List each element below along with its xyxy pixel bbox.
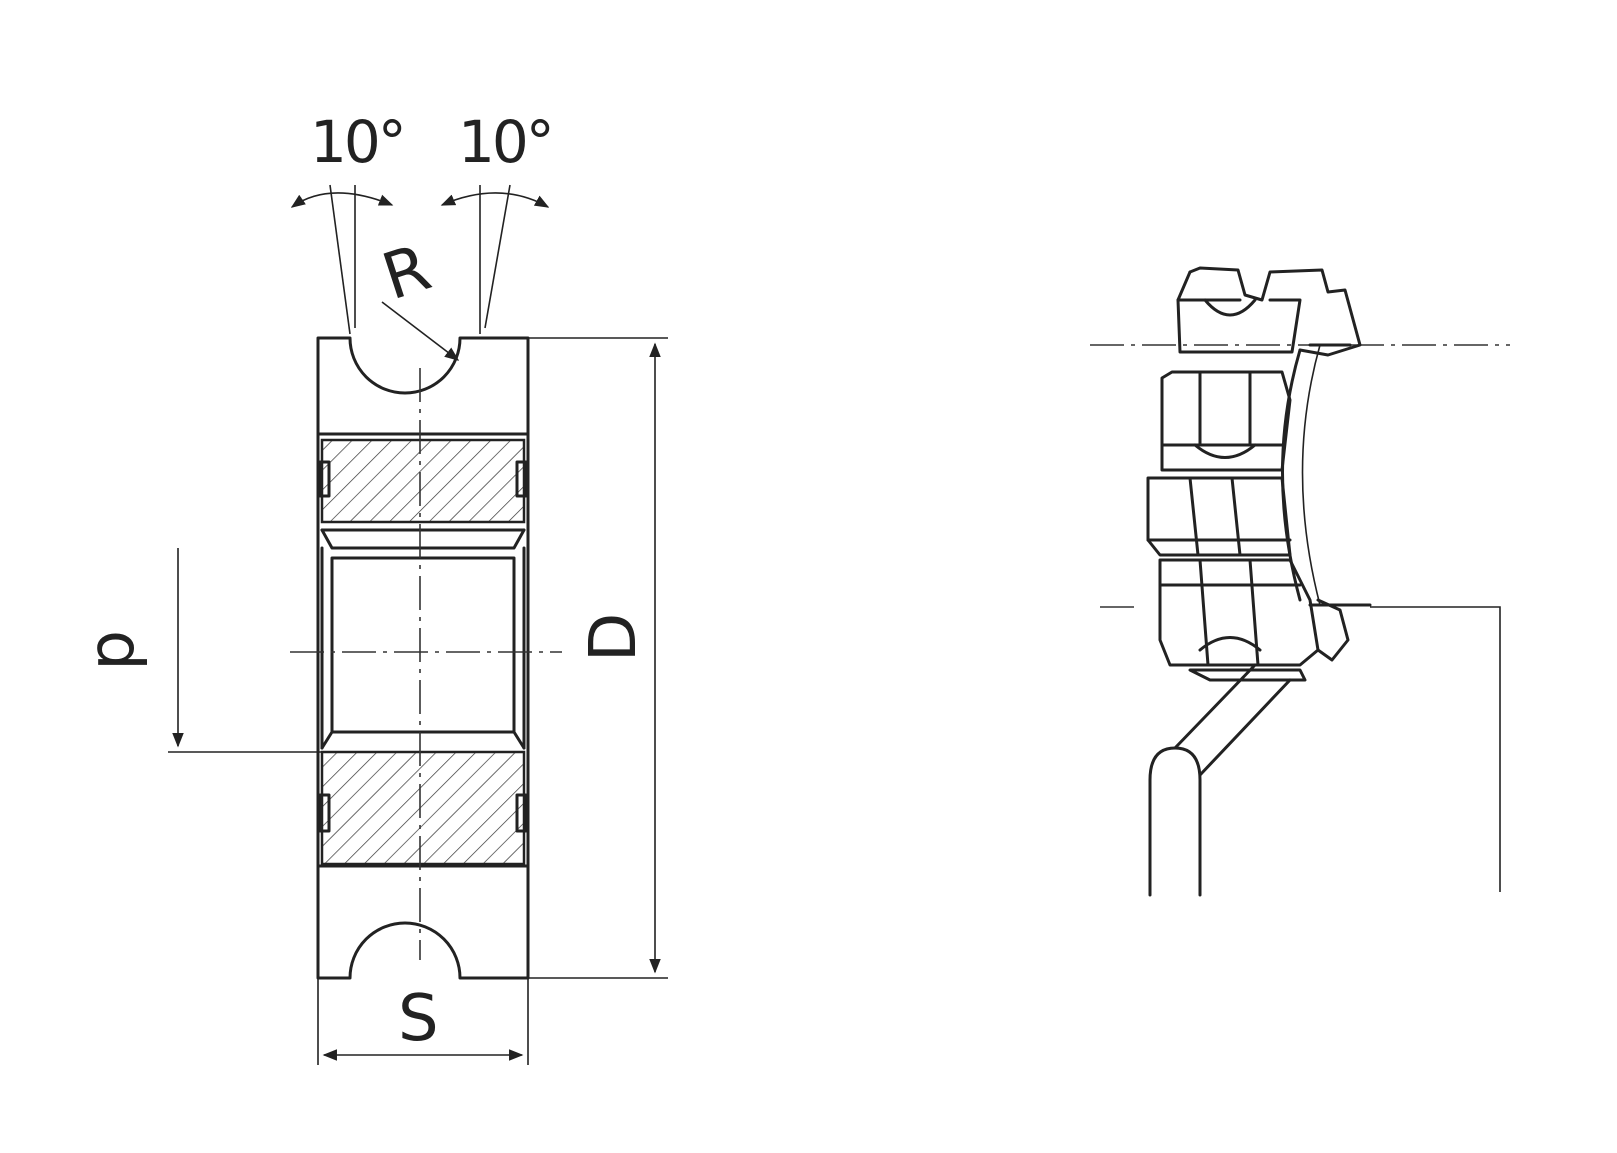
cutter-tooth-3 xyxy=(1146,476,1292,557)
lower-bearing-section xyxy=(320,750,526,866)
upper-bearing-section xyxy=(320,438,526,524)
pulley-section-view: 10° 10° R D d S xyxy=(82,108,668,1065)
bore xyxy=(330,556,516,734)
radius-leader xyxy=(381,301,460,361)
bore-diameter-label: d xyxy=(82,630,156,671)
cutter-tooth-2 xyxy=(1160,370,1292,472)
outer-diameter-label: D xyxy=(577,613,651,662)
cutter-tooth-1 xyxy=(1188,266,1362,357)
angle-right-label: 10° xyxy=(458,108,552,176)
width-label: S xyxy=(398,982,439,1056)
cutter-tooth-4 xyxy=(1158,558,1320,667)
workpiece-rod xyxy=(1148,746,1202,897)
form-cutter-sketch xyxy=(1090,266,1510,897)
angle-left-label: 10° xyxy=(310,108,404,176)
